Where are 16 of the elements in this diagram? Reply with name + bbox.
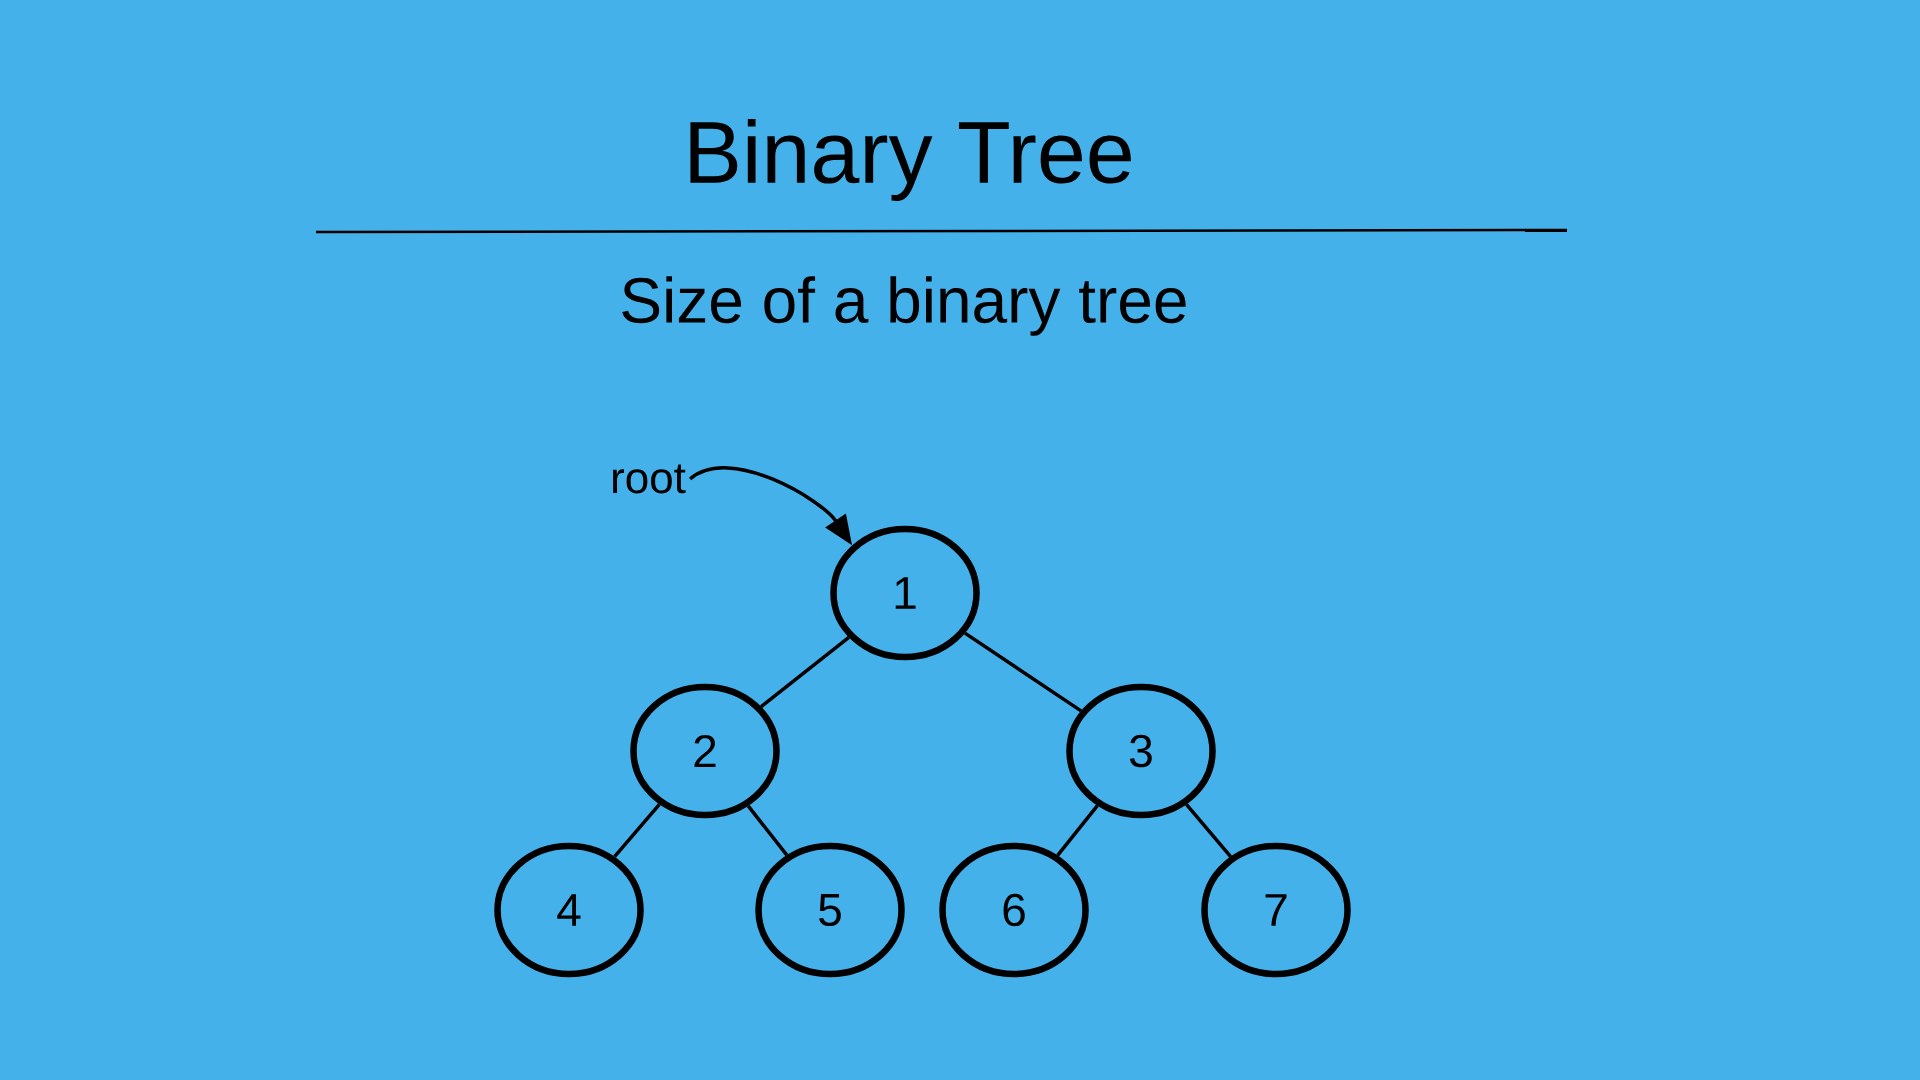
tree-node: 6 — [939, 842, 1089, 978]
tree-edge — [1056, 804, 1099, 857]
subtitle: Size of a binary tree — [622, 276, 1186, 336]
tree-edge — [760, 636, 850, 708]
tree-node: 4 — [494, 842, 644, 978]
tree-edge — [613, 803, 661, 858]
tree-node: 5 — [755, 842, 905, 978]
tree-edge — [1185, 803, 1232, 858]
tree-node: 7 — [1201, 842, 1351, 978]
root-label: root — [613, 464, 686, 494]
tree-node: 2 — [630, 683, 780, 819]
title: Binary Tree — [690, 119, 1131, 201]
tree-edge — [964, 631, 1083, 713]
tree-node: 3 — [1066, 683, 1216, 819]
tree-edge — [746, 804, 789, 857]
tree-node: 1 — [830, 525, 980, 661]
